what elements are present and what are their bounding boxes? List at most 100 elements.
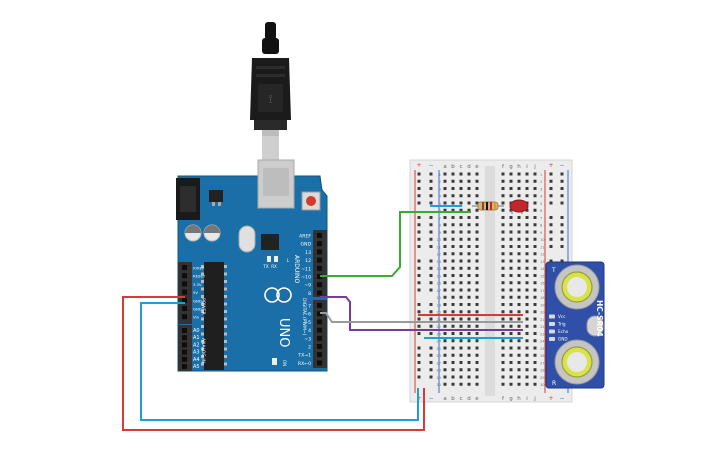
rail-hole[interactable] xyxy=(429,361,433,364)
breadboard-hole[interactable] xyxy=(501,310,505,314)
breadboard-hole[interactable] xyxy=(533,288,537,292)
breadboard-hole[interactable] xyxy=(459,179,463,183)
breadboard-hole[interactable] xyxy=(501,368,505,372)
breadboard-hole[interactable] xyxy=(525,382,529,386)
breadboard-hole[interactable] xyxy=(525,208,529,212)
breadboard-hole[interactable] xyxy=(517,295,521,299)
breadboard-hole[interactable] xyxy=(475,259,479,263)
rail-hole[interactable] xyxy=(560,172,564,176)
rail-hole[interactable] xyxy=(549,179,553,183)
breadboard-hole[interactable] xyxy=(517,194,521,198)
header-pin[interactable] xyxy=(317,257,322,263)
rail-hole[interactable] xyxy=(417,187,421,190)
breadboard-hole[interactable] xyxy=(475,317,479,321)
header-pin[interactable] xyxy=(182,297,187,303)
header-pin[interactable] xyxy=(182,306,187,311)
breadboard-hole[interactable] xyxy=(475,382,479,386)
rail-hole[interactable] xyxy=(429,230,433,234)
rail-hole[interactable] xyxy=(417,310,421,314)
breadboard-hole[interactable] xyxy=(451,252,455,256)
breadboard-hole[interactable] xyxy=(467,361,471,364)
breadboard-hole[interactable] xyxy=(517,324,521,328)
breadboard-hole[interactable] xyxy=(525,237,529,241)
breadboard-hole[interactable] xyxy=(533,230,537,234)
rail-hole[interactable] xyxy=(429,266,433,270)
breadboard-hole[interactable] xyxy=(501,216,505,219)
breadboard-hole[interactable] xyxy=(517,230,521,234)
breadboard-hole[interactable] xyxy=(443,281,447,285)
rail-hole[interactable] xyxy=(429,324,433,328)
breadboard-hole[interactable] xyxy=(517,317,521,321)
breadboard-hole[interactable] xyxy=(517,339,521,343)
breadboard-hole[interactable] xyxy=(525,317,529,321)
breadboard-hole[interactable] xyxy=(525,339,529,343)
rail-hole[interactable] xyxy=(417,353,421,357)
breadboard-hole[interactable] xyxy=(509,252,513,256)
breadboard-hole[interactable] xyxy=(533,216,537,219)
breadboard-hole[interactable] xyxy=(525,179,529,183)
breadboard-hole[interactable] xyxy=(443,266,447,270)
breadboard-hole[interactable] xyxy=(509,259,513,263)
breadboard-hole[interactable] xyxy=(525,252,529,256)
breadboard-hole[interactable] xyxy=(459,382,463,386)
breadboard-hole[interactable] xyxy=(525,187,529,190)
breadboard-hole[interactable] xyxy=(459,216,463,219)
breadboard-hole[interactable] xyxy=(525,310,529,314)
breadboard-hole[interactable] xyxy=(459,361,463,364)
rail-hole[interactable] xyxy=(549,245,553,248)
breadboard-hole[interactable] xyxy=(467,245,471,248)
breadboard-hole[interactable] xyxy=(459,245,463,248)
breadboard-hole[interactable] xyxy=(501,332,505,335)
breadboard-hole[interactable] xyxy=(459,266,463,270)
rail-hole[interactable] xyxy=(429,310,433,314)
breadboard-hole[interactable] xyxy=(451,332,455,335)
rail-hole[interactable] xyxy=(429,259,433,263)
rail-hole[interactable] xyxy=(560,216,564,219)
breadboard-hole[interactable] xyxy=(467,230,471,234)
breadboard-hole[interactable] xyxy=(467,295,471,299)
breadboard-hole[interactable] xyxy=(525,346,529,350)
header-pin[interactable] xyxy=(182,265,187,270)
breadboard-hole[interactable] xyxy=(517,252,521,256)
breadboard-hole[interactable] xyxy=(451,230,455,234)
header-pin[interactable] xyxy=(182,328,187,333)
breadboard-hole[interactable] xyxy=(533,187,537,190)
breadboard-hole[interactable] xyxy=(467,266,471,270)
header-pin[interactable] xyxy=(182,356,187,362)
rail-hole[interactable] xyxy=(417,194,421,198)
rail-hole[interactable] xyxy=(560,245,564,248)
breadboard-hole[interactable] xyxy=(533,208,537,212)
breadboard-hole[interactable] xyxy=(501,375,505,379)
breadboard-hole[interactable] xyxy=(533,172,537,176)
breadboard-hole[interactable] xyxy=(509,266,513,270)
rail-hole[interactable] xyxy=(429,303,433,306)
breadboard-hole[interactable] xyxy=(525,245,529,248)
breadboard-hole[interactable] xyxy=(459,346,463,350)
header-pin[interactable] xyxy=(317,249,322,255)
breadboard-hole[interactable] xyxy=(475,368,479,372)
header-pin[interactable] xyxy=(182,289,187,295)
breadboard-hole[interactable] xyxy=(443,259,447,263)
rail-hole[interactable] xyxy=(429,187,433,190)
breadboard-hole[interactable] xyxy=(509,245,513,248)
breadboard-hole[interactable] xyxy=(475,310,479,314)
breadboard-hole[interactable] xyxy=(443,317,447,321)
breadboard-hole[interactable] xyxy=(459,295,463,299)
breadboard-hole[interactable] xyxy=(467,353,471,357)
breadboard-hole[interactable] xyxy=(467,179,471,183)
breadboard-hole[interactable] xyxy=(443,339,447,343)
breadboard-hole[interactable] xyxy=(525,361,529,364)
breadboard-hole[interactable] xyxy=(467,281,471,285)
breadboard-hole[interactable] xyxy=(517,172,521,176)
breadboard-hole[interactable] xyxy=(459,339,463,343)
breadboard-hole[interactable] xyxy=(517,310,521,314)
breadboard-hole[interactable] xyxy=(443,208,447,212)
breadboard-hole[interactable] xyxy=(475,281,479,285)
breadboard-hole[interactable] xyxy=(509,288,513,292)
rail-hole[interactable] xyxy=(549,216,553,219)
breadboard-hole[interactable] xyxy=(451,172,455,176)
breadboard-hole[interactable] xyxy=(467,216,471,219)
breadboard-hole[interactable] xyxy=(533,310,537,314)
breadboard-hole[interactable] xyxy=(533,361,537,364)
breadboard-hole[interactable] xyxy=(475,201,479,205)
